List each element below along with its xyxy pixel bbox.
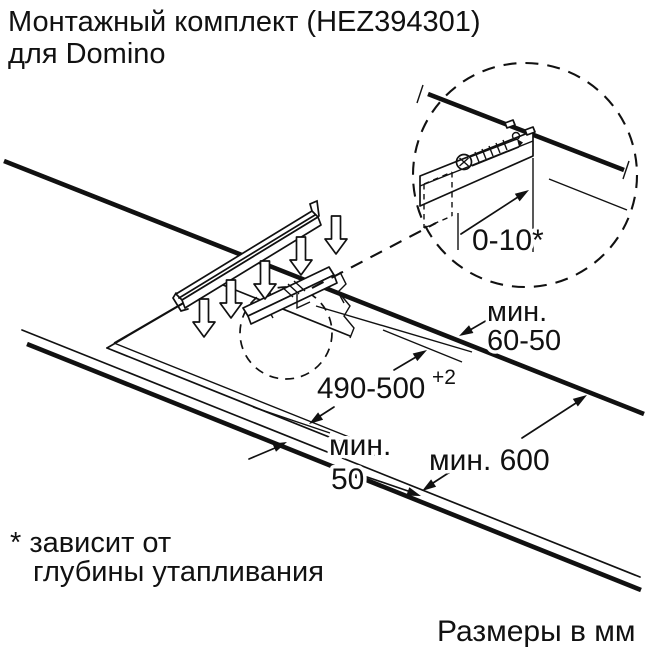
- worktop-front-edge: [21, 329, 642, 593]
- down-arrow-icon: [192, 298, 216, 338]
- worktop: [3, 158, 645, 593]
- insert-direction-arrows: [192, 215, 348, 338]
- fixing-clips: [504, 119, 536, 141]
- detail-callout-leader: [311, 222, 437, 289]
- dim-cutout-width: 490-500 +2: [252, 329, 463, 434]
- cutout-width-tolerance: +2: [432, 366, 456, 389]
- units-note: Размеры в мм: [437, 615, 636, 648]
- footnote-line2: глубины утапливания: [33, 556, 324, 588]
- footnote-line1: * зависит от: [10, 527, 171, 559]
- rear-clearance-value: 60-50: [487, 325, 561, 357]
- cutout-back-extension-line: [315, 305, 473, 353]
- down-arrow-icon: [253, 260, 277, 300]
- dim-detail-0-10: 0-10*: [457, 158, 548, 261]
- down-arrow-icon: [219, 279, 243, 319]
- worktop-depth-label: мин. 600: [429, 444, 550, 477]
- detail-view: 0-10*: [411, 61, 639, 289]
- dim-front-clearance: мин. 50: [248, 426, 421, 500]
- detail-circle: [411, 61, 639, 289]
- page-title-line2: для Domino: [8, 38, 166, 70]
- page-texts: Монтажный комплект (HEZ394301) для Domin…: [8, 6, 636, 648]
- rear-clearance-label: мин.: [487, 296, 547, 328]
- detail-dimension-label: 0-10*: [472, 224, 544, 257]
- down-arrow-icon: [324, 215, 348, 255]
- dim-rear-clearance: мин. 60-50: [459, 293, 565, 361]
- page-title-line1: Монтажный комплект (HEZ394301): [8, 6, 481, 38]
- cutout-width-label: 490-500: [317, 372, 425, 405]
- front-clearance-label: мин.: [329, 429, 391, 462]
- mounting-rail: [172, 199, 322, 312]
- screw-icon: [455, 138, 523, 171]
- dim-worktop-depth: мин. 600: [422, 395, 587, 491]
- detail-rail-hidden-edges: [423, 171, 453, 229]
- down-arrow-icon: [289, 236, 313, 276]
- front-clearance-value: 50: [331, 463, 364, 496]
